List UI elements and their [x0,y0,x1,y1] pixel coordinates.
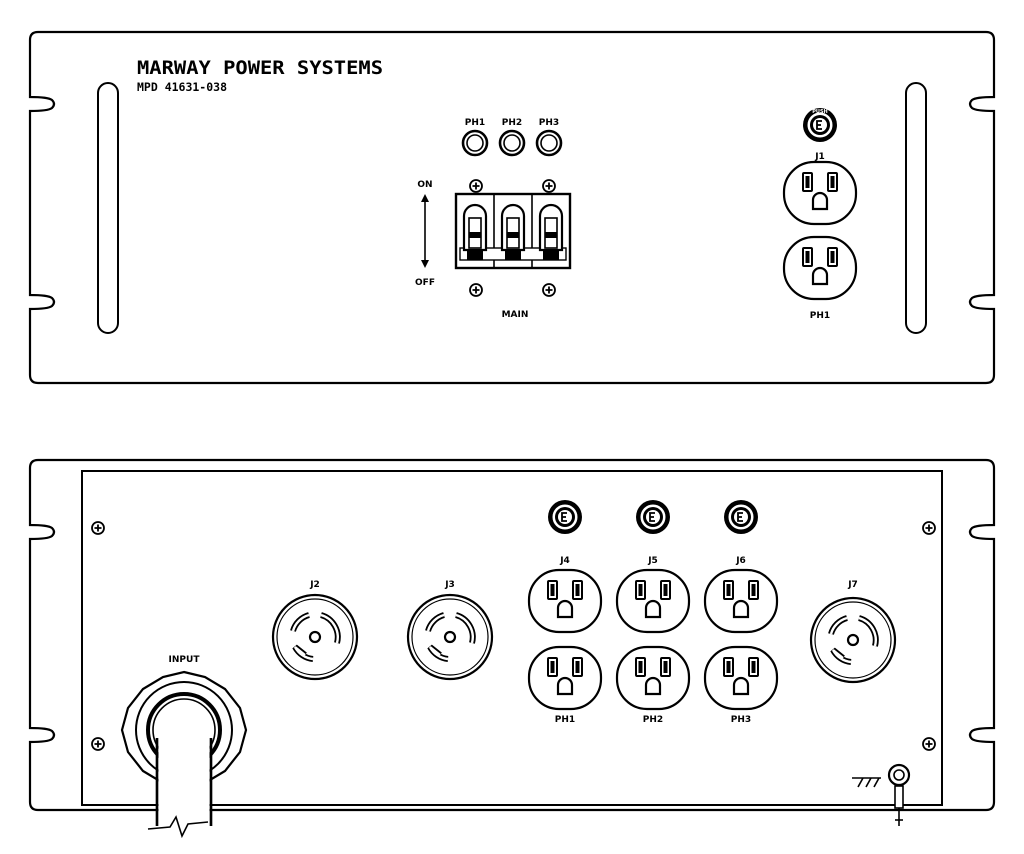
rear-screw-icon [91,521,105,535]
push-fuse-icon[interactable] [547,499,583,535]
outlet-j4-bottom[interactable] [527,645,603,711]
twistlock-label-j7: J7 [847,580,858,590]
outlet-j5-top[interactable] [615,568,691,634]
rear-panel: J2 J3 J7 J4 J5 J6 PH1 PH2 PH3 INPUT [28,458,996,839]
phase-indicators: PH1 PH2 PH3 [461,118,563,157]
outlet-label-j5: J5 [647,556,658,566]
ground-stud[interactable] [887,763,911,826]
breaker-screw-icon [469,283,483,297]
on-off-arrow-icon [421,194,429,268]
push-fuse-icon[interactable] [635,499,671,535]
fuse-text: PUSH [812,109,828,115]
twistlock-label-j2: J2 [309,580,320,590]
breaker-toggle-ph2[interactable] [500,203,526,260]
input-label: INPUT [169,655,201,665]
breaker-screw-icon [542,179,556,193]
indicator-label-ph1: PH1 [465,118,485,128]
ground-symbol-icon [852,777,881,788]
front-fuse[interactable]: PUSH [802,107,838,143]
outlet-j6-top[interactable] [703,568,779,634]
rear-panel-outline [28,458,996,812]
outlet-label-j4: J4 [559,556,570,566]
front-panel: MARWAY POWER SYSTEMS MPD 41631-038 PH1 P… [28,30,996,385]
rear-screw-icon [922,521,936,535]
switch-on-label: ON [417,180,432,190]
indicator-label-ph2: PH2 [502,118,522,128]
outlet-j5-bottom[interactable] [615,645,691,711]
push-fuse-icon[interactable] [723,499,759,535]
breaker-screw-icon [542,283,556,297]
rear-screw-icon [922,737,936,751]
phase-label-ph1: PH1 [555,715,575,725]
breaker-screw-icon [469,179,483,193]
twistlock-j2[interactable] [273,595,357,679]
outlet-phase-label: PH1 [810,311,830,321]
front-left-handle[interactable] [97,82,119,334]
outlet-j1-top[interactable] [782,160,858,226]
switch-off-label: OFF [415,278,435,288]
phase-label-ph3: PH3 [731,715,751,725]
outlet-j4-top[interactable] [527,568,603,634]
breaker-toggle-ph1[interactable] [462,203,488,260]
rear-screw-icon [91,737,105,751]
indicator-lamp-ph2 [498,129,526,157]
input-cable-gland[interactable] [120,670,248,839]
twistlock-j7[interactable] [811,598,895,682]
twistlock-j3[interactable] [408,595,492,679]
brand-name: MARWAY POWER SYSTEMS [137,57,383,79]
indicator-label-ph3: PH3 [539,118,559,128]
breaker-label: MAIN [502,310,529,320]
outlet-j6-bottom[interactable] [703,645,779,711]
breaker-toggle-ph3[interactable] [538,203,564,260]
outlet-j1-bottom[interactable] [782,235,858,301]
model-number: MPD 41631-038 [137,80,227,94]
indicator-lamp-ph1 [461,129,489,157]
main-breaker[interactable] [454,192,572,270]
outlet-label-j1: J1 [814,152,825,162]
indicator-lamp-ph3 [535,129,563,157]
phase-label-ph2: PH2 [643,715,663,725]
cable-break-icon [147,815,209,839]
outlet-label-j6: J6 [735,556,746,566]
rear-inner-plate [81,470,943,806]
front-right-handle[interactable] [905,82,927,334]
twistlock-label-j3: J3 [444,580,455,590]
